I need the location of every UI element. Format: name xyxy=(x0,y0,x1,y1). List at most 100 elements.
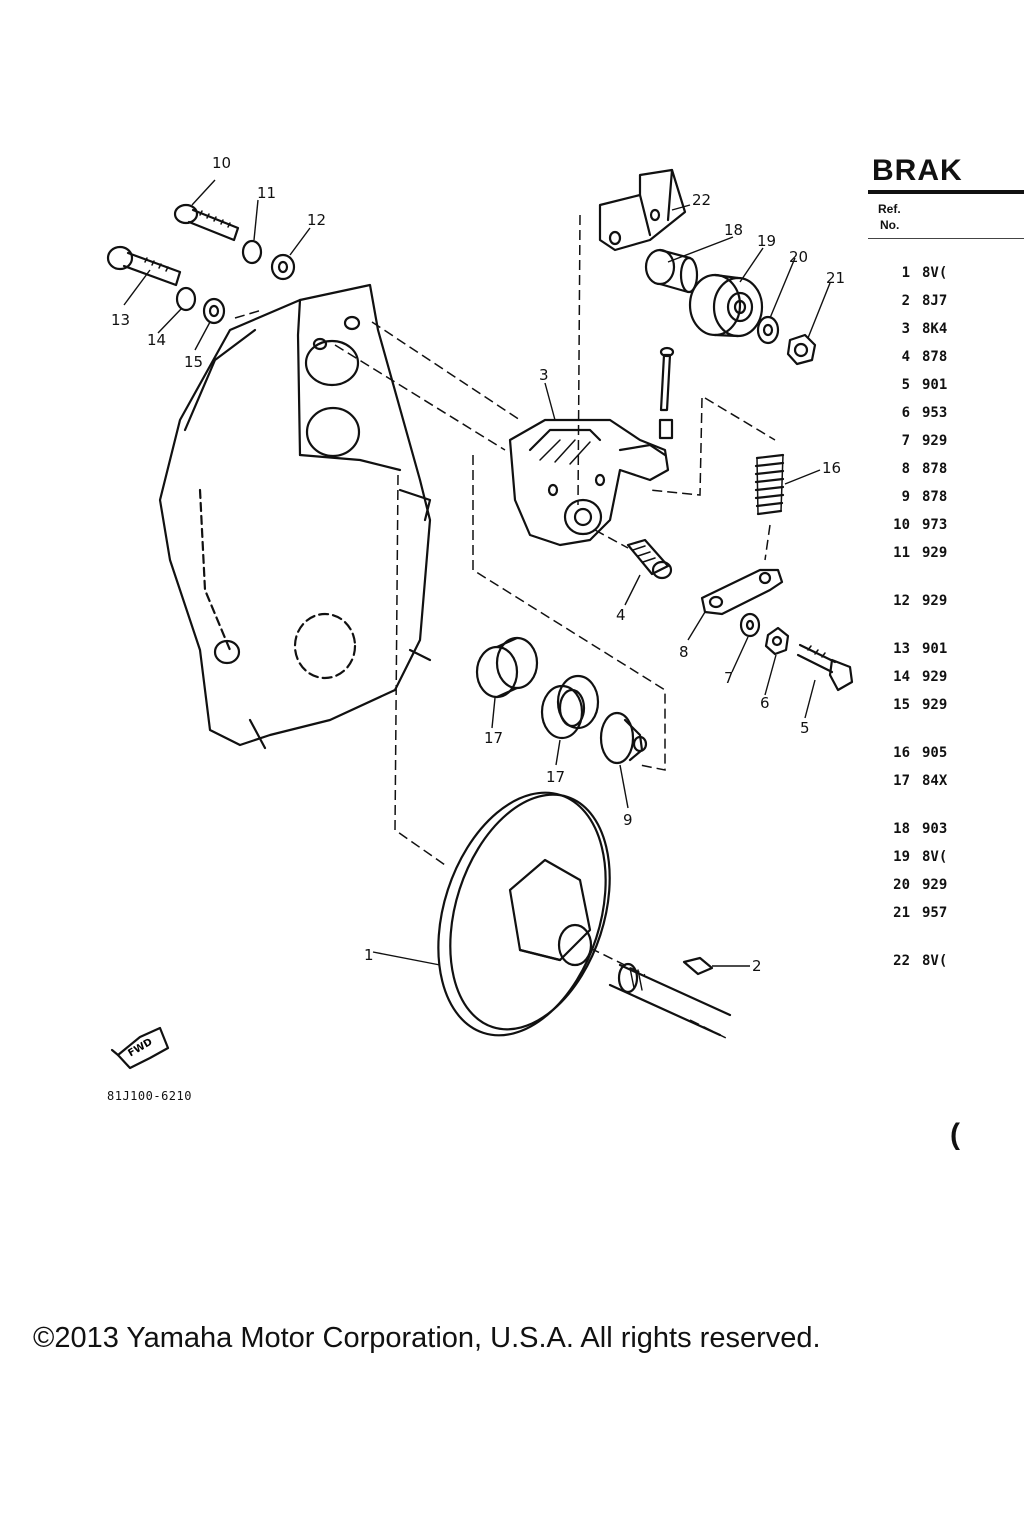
part-number: 903 xyxy=(922,821,948,837)
part-number: 929 xyxy=(922,545,948,561)
part-number: 878 xyxy=(922,461,948,477)
part-row: 6 953 xyxy=(868,405,948,421)
callout-6: 6 xyxy=(760,694,770,712)
part-row: 22 8V( xyxy=(868,953,947,969)
part-ref: 21 xyxy=(893,905,910,921)
part-ref: 16 xyxy=(893,745,910,761)
callout-12: 12 xyxy=(307,211,326,229)
section-title: BRAK xyxy=(872,154,963,187)
part-ref: 11 xyxy=(893,545,910,561)
part-ref: 1 xyxy=(901,265,910,281)
part-number: 953 xyxy=(922,405,948,421)
header-divider xyxy=(868,238,1024,239)
callout-20: 20 xyxy=(789,248,808,266)
lever-arm-8 xyxy=(700,568,784,616)
part-row: 21 957 xyxy=(868,905,947,921)
callout-21: 21 xyxy=(826,269,845,287)
part-ref: 9 xyxy=(901,489,910,505)
part-ref: 14 xyxy=(893,669,910,685)
brake-disc-1 xyxy=(437,791,611,1037)
part-ref: 20 xyxy=(893,877,910,893)
callout-3: 3 xyxy=(539,366,549,384)
cable-end xyxy=(658,346,675,440)
part-row: 17 84X xyxy=(868,773,947,789)
part-row: 3 8K4 xyxy=(868,321,948,337)
part-number: 84X xyxy=(922,773,948,789)
illustration-code: 81J100-6210 xyxy=(107,1089,192,1103)
part-row: 9 878 xyxy=(868,489,948,505)
part-ref: 10 xyxy=(893,517,910,533)
callout-15: 15 xyxy=(184,353,203,371)
part-ref: 3 xyxy=(901,321,910,337)
brake-caliper-3 xyxy=(508,418,670,547)
part-ref: 2 xyxy=(901,293,910,309)
bolt-5 xyxy=(796,643,854,692)
callout-2: 2 xyxy=(752,957,762,975)
part-ref: 5 xyxy=(901,377,910,393)
part-ref: 19 xyxy=(893,849,910,865)
part-ref: 22 xyxy=(893,953,910,969)
part-number: 8V( xyxy=(922,265,948,281)
copyright-notice: ©2013 Yamaha Motor Corporation, U.S.A. A… xyxy=(33,1322,821,1354)
part-row: 16 905 xyxy=(868,745,947,761)
part-number: 878 xyxy=(922,489,948,505)
part-ref: 6 xyxy=(901,405,910,421)
part-row: 8 878 xyxy=(868,461,948,477)
part-ref: 7 xyxy=(901,433,910,449)
adjuster-4 xyxy=(626,538,673,580)
part-number: 929 xyxy=(922,433,948,449)
ref-header: Ref. xyxy=(878,202,901,216)
brake-housing xyxy=(158,283,432,750)
part-row: 2 8J7 xyxy=(868,293,948,309)
part-ref: 4 xyxy=(901,349,910,365)
brake-pad-17a xyxy=(475,636,539,699)
part-number: 905 xyxy=(922,745,948,761)
part-number: 8J7 xyxy=(922,293,948,309)
part-ref: 17 xyxy=(893,773,910,789)
callout-5: 5 xyxy=(800,719,810,737)
part-ref: 15 xyxy=(893,697,910,713)
bolt-13 xyxy=(106,245,182,287)
part-ref: 13 xyxy=(893,641,910,657)
washer-12 xyxy=(270,253,296,281)
part-row: 7 929 xyxy=(868,433,948,449)
title-divider xyxy=(868,190,1024,194)
part-row: 10 973 xyxy=(868,517,947,533)
part-number: 929 xyxy=(922,697,948,713)
callout-4: 4 xyxy=(616,606,626,624)
washer-20 xyxy=(756,315,780,345)
callout-10: 10 xyxy=(212,154,231,172)
part-number: 901 xyxy=(922,377,948,393)
part-number: 973 xyxy=(922,517,948,533)
bearing-19 xyxy=(688,273,764,338)
bracket-22 xyxy=(598,168,687,252)
callout-17b: 17 xyxy=(546,768,565,786)
nut-21 xyxy=(786,333,817,366)
callout-14: 14 xyxy=(147,331,166,349)
callout-13: 13 xyxy=(111,311,130,329)
part-ref: 8 xyxy=(901,461,910,477)
part-number: 901 xyxy=(922,641,948,657)
part-ref: 12 xyxy=(893,593,910,609)
part-number: 957 xyxy=(922,905,948,921)
part-number: 8K4 xyxy=(922,321,948,337)
part-row: 13 901 xyxy=(868,641,947,657)
washer-7 xyxy=(739,612,761,638)
part-row: 12 929 xyxy=(868,593,947,609)
callout-1: 1 xyxy=(364,946,374,964)
callout-11: 11 xyxy=(257,184,276,202)
part-row: 11 929 xyxy=(868,545,947,561)
part-number: 929 xyxy=(922,593,948,609)
fwd-label: FWD xyxy=(126,1037,154,1060)
part-row: 15 929 xyxy=(868,697,947,713)
no-header: No. xyxy=(880,218,900,232)
key-2 xyxy=(682,956,714,976)
spring-16 xyxy=(754,453,785,516)
part-number: 8V( xyxy=(922,953,948,969)
lock-washer-11 xyxy=(241,239,263,265)
